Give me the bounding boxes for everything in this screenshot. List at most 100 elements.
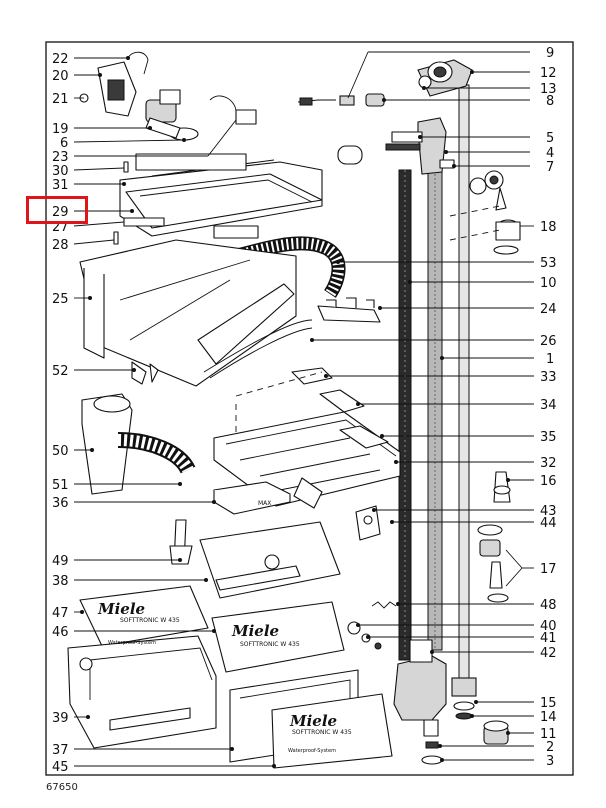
part-19-valve xyxy=(145,89,199,141)
label-49: 49 xyxy=(52,554,69,569)
label-31: 31 xyxy=(52,178,69,193)
part-17-hose-parts xyxy=(477,524,509,603)
part-28-screw xyxy=(113,231,119,245)
label-21: 21 xyxy=(52,92,69,107)
label-13: 13 xyxy=(540,82,557,97)
label-23: 23 xyxy=(52,150,69,165)
label-46: 46 xyxy=(52,625,69,640)
label-25: 25 xyxy=(52,292,69,307)
label-39: 39 xyxy=(52,711,69,726)
label-24: 24 xyxy=(540,302,557,317)
part-42-aquastop xyxy=(393,639,447,765)
label-34: 34 xyxy=(540,398,557,413)
label-12: 12 xyxy=(540,66,557,81)
figure-number: 67650 xyxy=(46,782,78,793)
label-2: 2 xyxy=(546,740,554,755)
part-30-screw xyxy=(123,161,129,173)
label-7: 7 xyxy=(546,160,554,175)
label-10: 10 xyxy=(540,276,557,291)
label-45: 45 xyxy=(52,760,69,775)
label-16: 16 xyxy=(540,474,557,489)
part-20-valve-bracket xyxy=(97,61,137,117)
part-45-label: Miele SOFTTRONIC W 435 Waterproof-System xyxy=(271,693,393,769)
part-16-nozzle xyxy=(493,471,511,503)
label-9: 9 xyxy=(546,46,554,61)
part-18-elbows xyxy=(469,170,521,255)
diagram-frame xyxy=(45,41,574,776)
label-28: 28 xyxy=(52,238,69,253)
part-27-seal xyxy=(123,217,165,227)
label-3: 3 xyxy=(546,754,554,769)
part-12-hose xyxy=(458,84,470,681)
svg-text:SOFTTRONIC W 435: SOFTTRONIC W 435 xyxy=(120,617,180,624)
svg-text:Waterproof-System: Waterproof-System xyxy=(288,748,336,754)
label-50: 50 xyxy=(52,444,69,459)
label-26: 26 xyxy=(540,334,557,349)
label-30: 30 xyxy=(52,164,69,179)
svg-text:SOFTTRONIC W 435: SOFTTRONIC W 435 xyxy=(240,641,300,648)
label-29: 29 xyxy=(52,205,69,220)
label-8: 8 xyxy=(546,94,554,109)
part-39-console xyxy=(67,635,217,749)
svg-text:Miele: Miele xyxy=(289,712,337,730)
label-53: 53 xyxy=(540,256,557,271)
alignment-line-3 xyxy=(449,205,501,217)
part-24-clip xyxy=(317,297,381,323)
part-25-tray xyxy=(79,239,297,387)
labels-right: 9 12 13 8 5 4 7 18 10 53 24 26 1 33 34 3… xyxy=(310,46,557,769)
part-13-pipe xyxy=(337,145,363,165)
label-14: 14 xyxy=(540,710,557,725)
part-26-bracket xyxy=(203,319,313,379)
label-37: 37 xyxy=(52,743,69,758)
part-22-spring xyxy=(127,51,149,75)
label-40: 40 xyxy=(540,619,557,634)
label-11: 11 xyxy=(540,727,557,742)
label-22: 22 xyxy=(52,52,69,67)
part-5-valve xyxy=(385,117,455,175)
label-41: 41 xyxy=(540,631,557,646)
label-18: 18 xyxy=(540,220,557,235)
part-9-cable xyxy=(297,93,385,107)
part-38-panel xyxy=(199,521,341,599)
part-50-bellows xyxy=(81,393,196,495)
part-43-bracket xyxy=(355,505,381,541)
label-43: 43 xyxy=(540,504,557,519)
part-34-cover xyxy=(319,389,365,413)
part-46-fascia: Miele SOFTTRONIC W 435 xyxy=(211,601,345,673)
label-44: 44 xyxy=(540,516,557,531)
part-29-lid xyxy=(125,173,323,239)
label-35: 35 xyxy=(540,430,557,445)
svg-text:MAX: MAX xyxy=(258,500,271,507)
svg-text:Miele: Miele xyxy=(231,622,279,640)
part-52-connector xyxy=(131,361,159,385)
part-1-hose xyxy=(427,169,443,651)
highlight-box xyxy=(26,196,88,224)
label-51: 51 xyxy=(52,478,69,493)
label-1: 1 xyxy=(546,352,554,367)
part-49-clip xyxy=(169,519,193,565)
label-48: 48 xyxy=(540,598,557,613)
part-12-connector xyxy=(417,59,473,97)
alignment-line-1 xyxy=(235,371,323,397)
part-35-plate xyxy=(339,425,389,449)
label-19: 19 xyxy=(52,122,69,137)
part-11-nut xyxy=(483,720,509,745)
part-15-fitting xyxy=(451,677,477,720)
label-32: 32 xyxy=(540,456,557,471)
label-36: 36 xyxy=(52,496,69,511)
svg-text:Miele: Miele xyxy=(97,600,145,618)
label-33: 33 xyxy=(540,370,557,385)
label-5: 5 xyxy=(546,131,554,146)
part-10-hose xyxy=(398,169,412,661)
labels-left: 22 20 21 19 6 23 30 31 29 27 28 25 52 50… xyxy=(52,52,276,775)
svg-text:SOFTTRONIC W 435: SOFTTRONIC W 435 xyxy=(292,729,352,736)
label-4: 4 xyxy=(546,146,554,161)
label-47: 47 xyxy=(52,606,69,621)
label-52: 52 xyxy=(52,364,69,379)
label-17: 17 xyxy=(540,562,557,577)
label-15: 15 xyxy=(540,696,557,711)
part-40-fitting xyxy=(347,621,382,650)
alignment-line-4 xyxy=(449,229,501,241)
label-38: 38 xyxy=(52,574,69,589)
